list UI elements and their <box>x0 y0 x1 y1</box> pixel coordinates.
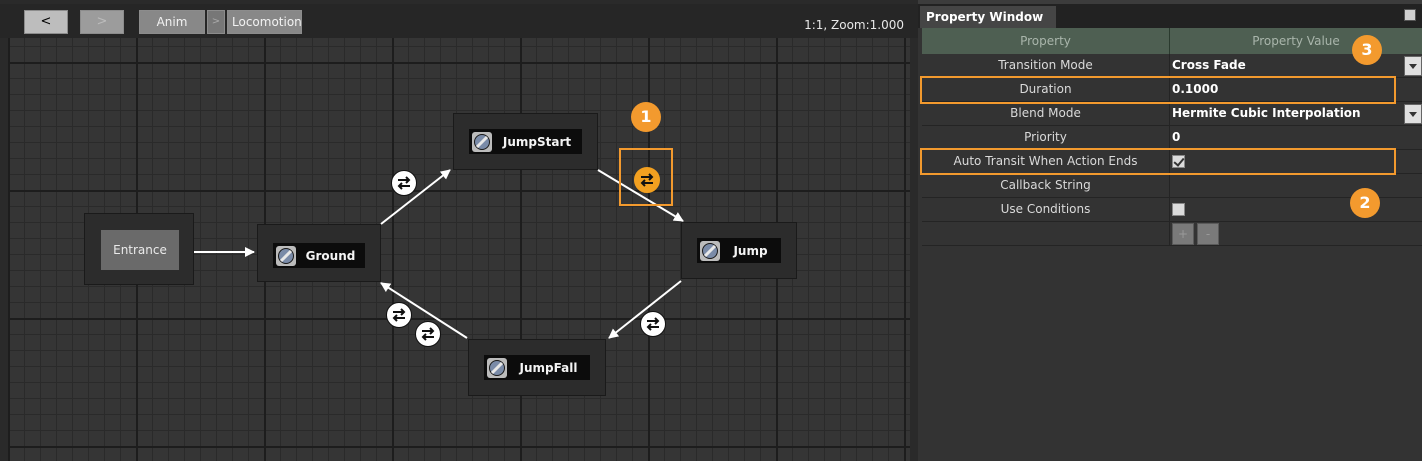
prop-name: Auto Transit When Action Ends <box>922 150 1170 173</box>
entrance-label: Entrance <box>101 230 179 270</box>
property-table-header: Property Property Value <box>922 28 1422 54</box>
graph-toolbar: < > Anim Tree > Locomotion 1:1, Zoom:1.0… <box>0 4 918 51</box>
zoom-level-label: 1:1, Zoom:1.000 <box>804 18 904 32</box>
prop-name-empty <box>922 222 1170 245</box>
header-property: Property <box>922 28 1170 54</box>
property-tabbar: Property Window <box>918 4 1422 28</box>
prop-name: Transition Mode <box>922 54 1170 77</box>
breadcrumb-separator: > <box>207 10 225 34</box>
state-icon <box>487 357 507 378</box>
chevron-down-icon[interactable] <box>1404 56 1422 76</box>
arrow-jump-jumpfall <box>608 280 682 339</box>
state-label: Jump <box>733 243 768 258</box>
auto-transit-highlight <box>920 148 1396 175</box>
back-button[interactable]: < <box>24 10 68 34</box>
prop-row-callback-string: Callback String <box>922 174 1422 198</box>
state-node-jumpstart[interactable]: JumpStart <box>453 113 598 170</box>
duration-input[interactable]: 0.1000 <box>1172 82 1219 96</box>
chevron-down-icon[interactable] <box>1404 104 1422 124</box>
prop-name: Priority <box>922 126 1170 149</box>
blend-mode-select[interactable]: Hermite Cubic Interpolation <box>1172 106 1361 120</box>
selected-transition-highlight <box>619 148 673 206</box>
use-conditions-checkbox[interactable] <box>1172 203 1185 216</box>
prop-name: Duration <box>922 78 1170 101</box>
state-icon <box>700 240 720 261</box>
state-node-jump[interactable]: Jump <box>681 222 797 279</box>
state-label: JumpStart <box>502 134 572 149</box>
state-node-ground[interactable]: Ground <box>257 224 381 282</box>
transition-mode-select[interactable]: Cross Fade <box>1172 58 1246 72</box>
callout-badge-2: 2 <box>1350 188 1380 218</box>
arrow-ground-jumpstart <box>380 169 451 225</box>
anim-graph-panel: < > Anim Tree > Locomotion 1:1, Zoom:1.0… <box>0 4 918 461</box>
property-window: Property Window Property Property Value … <box>918 4 1422 461</box>
prop-row-transition-mode: Transition Mode Cross Fade <box>922 54 1422 78</box>
callout-badge-1: 1 <box>631 102 661 132</box>
auto-transit-checkbox[interactable] <box>1172 155 1185 168</box>
state-node-jumpfall[interactable]: JumpFall <box>468 339 606 396</box>
prop-name: Blend Mode <box>922 102 1170 125</box>
swap-arrows-icon[interactable] <box>640 311 666 337</box>
property-rows: Transition Mode Cross Fade Duration 0.10… <box>922 54 1422 246</box>
callout-badge-3: 3 <box>1352 35 1382 65</box>
prop-row-duration: Duration 0.1000 <box>922 78 1422 102</box>
prop-name: Callback String <box>922 174 1170 197</box>
tab-property-window[interactable]: Property Window <box>920 6 1056 28</box>
add-condition-button[interactable]: + <box>1172 223 1194 245</box>
pin-icon[interactable] <box>1404 9 1416 21</box>
header-property-value: Property Value <box>1252 34 1340 48</box>
state-icon <box>276 245 296 266</box>
forward-button[interactable]: > <box>80 10 124 34</box>
state-label: Ground <box>305 248 356 263</box>
prop-name: Use Conditions <box>922 198 1170 221</box>
prop-row-use-conditions: Use Conditions <box>922 198 1422 222</box>
swap-arrows-icon[interactable] <box>391 170 417 196</box>
breadcrumb-locomotion[interactable]: Locomotion <box>227 10 302 34</box>
swap-arrows-icon[interactable] <box>386 302 412 328</box>
prop-row-priority: Priority 0 <box>922 126 1422 150</box>
state-label: JumpFall <box>519 360 578 375</box>
entrance-node[interactable]: Entrance <box>84 213 194 285</box>
priority-input[interactable]: 0 <box>1172 130 1181 144</box>
swap-arrows-icon-selected[interactable] <box>634 167 660 193</box>
prop-row-blend-mode: Blend Mode Hermite Cubic Interpolation <box>922 102 1422 126</box>
transition-arrows <box>194 169 684 339</box>
arrow-jumpstart-jump <box>597 169 684 222</box>
swap-arrows-icon[interactable] <box>415 321 441 347</box>
remove-condition-button[interactable]: - <box>1197 223 1219 245</box>
duration-highlight <box>920 76 1396 104</box>
arrow-jumpfall-ground <box>380 282 468 339</box>
prop-row-conditions-actions: + - <box>922 222 1422 246</box>
state-icon <box>472 131 492 152</box>
